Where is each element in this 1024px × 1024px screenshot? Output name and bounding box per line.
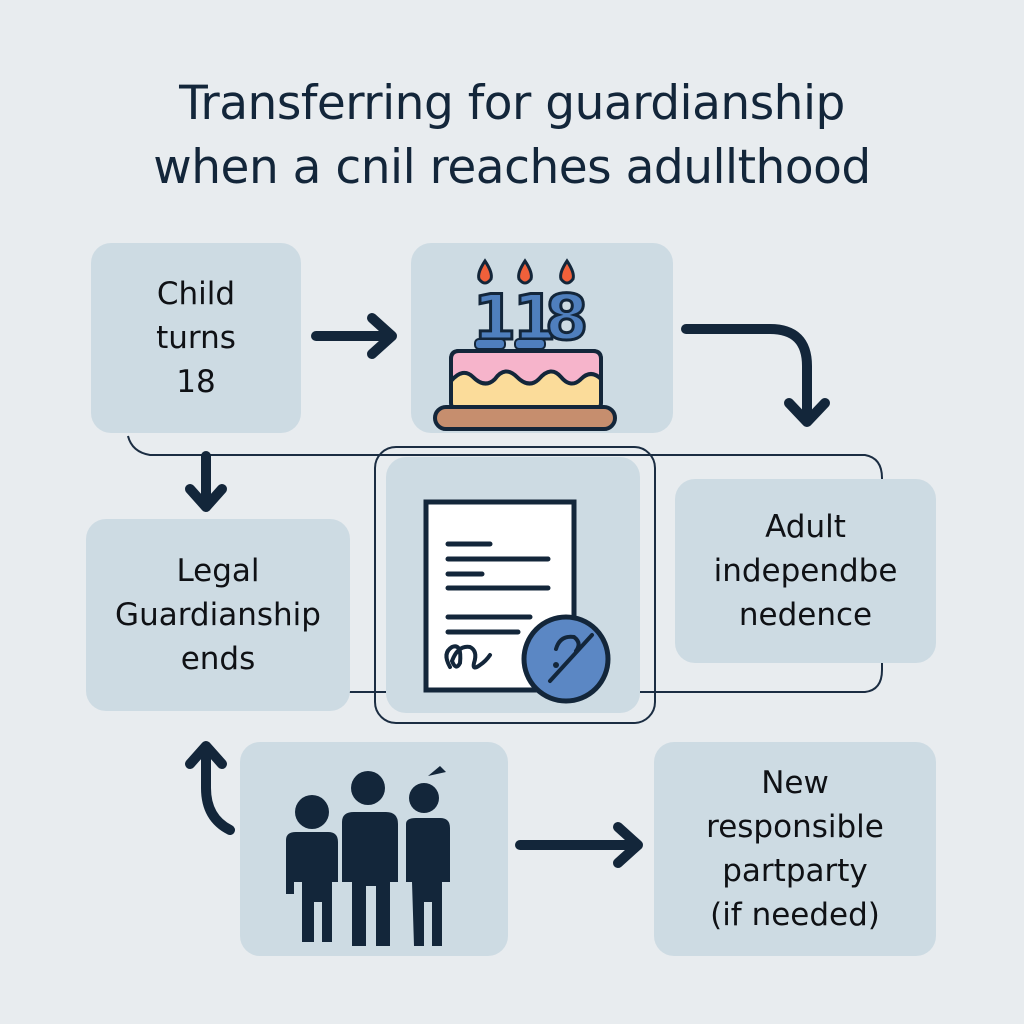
node-legal-guardianship-ends: Legal Guardianship ends [86,519,350,711]
node-signed-document [386,457,640,713]
svg-text:8: 8 [545,281,588,354]
node-label: Child turns 18 [156,276,236,400]
family-group-icon [286,766,450,946]
signed-document-icon [423,499,611,704]
node-adult-independence: Adult independbe nedence [675,479,936,663]
node-new-responsible-party: New responsible partparty (if needed) [654,742,936,956]
node-label: New responsible partparty (if needed) [706,765,884,933]
node-label: Legal Guardianship ends [115,553,321,677]
node-label: Adult independbe nedence [713,509,898,633]
node-family-group [240,742,508,956]
page-title: Transferring for guardianship when a cni… [0,72,1024,200]
title-line-2: when a cnil reaches adullthood [153,140,871,195]
title-line-1: Transferring for guardianship [179,76,845,131]
node-child-turns-18: Child turns 18 [91,243,301,433]
node-birthday-cake: 1 1 8 [411,243,673,433]
document-frame [374,446,656,724]
birthday-cake-icon: 1 1 8 [433,258,617,431]
